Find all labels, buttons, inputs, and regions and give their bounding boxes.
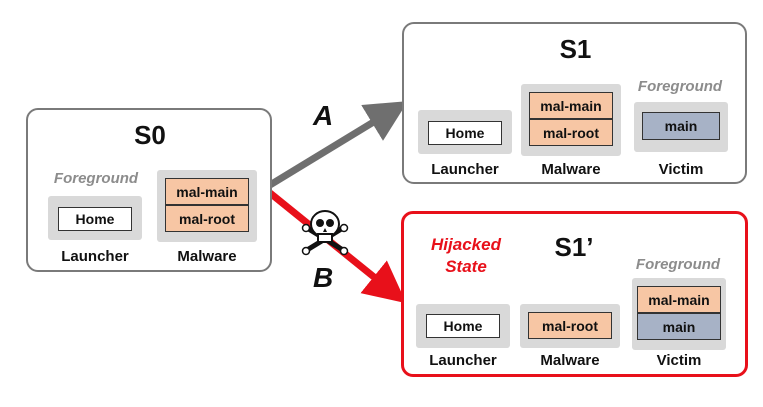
launcher-label: Launcher — [431, 161, 499, 178]
launcher-group: Home — [418, 110, 512, 154]
arrow-a — [268, 101, 408, 188]
victim-group: main — [634, 102, 728, 152]
launcher-group: Home — [48, 196, 142, 240]
hijacked-state-label: Hijacked State — [414, 234, 518, 278]
edge-label-a: A — [313, 100, 334, 131]
state-title: S1 — [559, 34, 592, 64]
hijacked-line-1: Hijacked — [431, 235, 501, 254]
mal-root-task: mal-root — [528, 312, 612, 339]
home-task: Home — [426, 314, 500, 338]
malware-group: mal-main mal-root — [521, 84, 621, 156]
launcher-label: Launcher — [429, 352, 497, 369]
victim-group: mal-main main — [632, 278, 726, 350]
foreground-label: Foreground — [635, 256, 721, 273]
state-title: S1’ — [554, 232, 594, 262]
mal-root-task: mal-root — [529, 119, 613, 146]
mal-main-task: mal-main — [529, 92, 613, 119]
mal-main-task: mal-main — [637, 286, 721, 313]
victim-main-task: main — [642, 112, 720, 140]
victim-label: Victim — [656, 352, 702, 369]
launcher-group: Home — [416, 304, 510, 348]
mal-root-task: mal-root — [165, 205, 249, 232]
mal-main-task: mal-main — [165, 178, 249, 205]
edge-label-b: B — [313, 262, 334, 293]
malware-label: Malware — [177, 248, 237, 265]
malware-group: mal-main mal-root — [157, 170, 257, 242]
malware-label: Malware — [541, 161, 601, 178]
victim-main-task: main — [637, 313, 721, 340]
state-s1-prime: Hijacked State S1’ Foreground Home Launc… — [401, 211, 748, 377]
malware-label: Malware — [540, 352, 600, 369]
foreground-label: Foreground — [53, 170, 139, 187]
skull-crossbones-icon — [301, 210, 349, 256]
state-title: S0 — [134, 120, 166, 150]
state-s0: S0 Foreground Home Launcher mal-main mal… — [26, 108, 272, 272]
state-s1: S1 Home Launcher mal-main mal-root Malwa… — [402, 22, 747, 184]
victim-label: Victim — [658, 161, 704, 178]
malware-group: mal-root — [520, 304, 620, 348]
foreground-label: Foreground — [637, 78, 723, 95]
launcher-label: Launcher — [61, 248, 129, 265]
hijacked-line-2: State — [445, 257, 487, 276]
home-task: Home — [428, 121, 502, 145]
home-task: Home — [58, 207, 132, 231]
